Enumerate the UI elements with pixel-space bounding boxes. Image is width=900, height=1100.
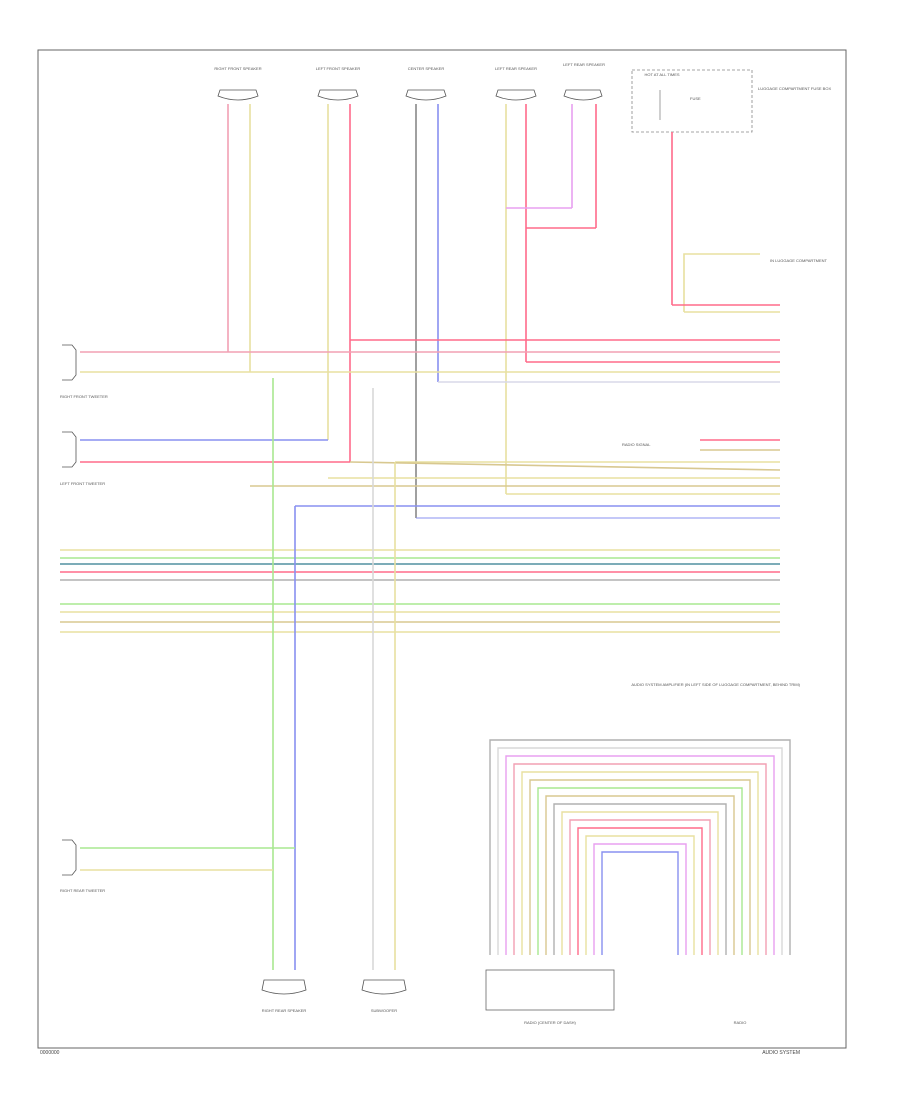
speaker-left-rear-2: LEFT REAR SPEAKER	[563, 62, 605, 101]
ground-connector: IN LUGGAGE COMPARTMENT	[683, 253, 828, 312]
tweeter-right-rear: RIGHT REAR TWEETER	[60, 839, 295, 893]
wire-loop	[537, 787, 743, 955]
speaker-symbol	[563, 89, 603, 101]
diagram-frame	[37, 49, 847, 1049]
radio-unit: RADIO (CENTER OF DASH) RADIO	[485, 969, 747, 1025]
wire-loop	[489, 739, 791, 955]
wire-loop	[497, 747, 783, 955]
tweeter-label: LEFT FRONT TWEETER	[60, 481, 105, 486]
speaker-symbol	[261, 979, 307, 995]
speaker-label: RIGHT FRONT SPEAKER	[214, 66, 261, 71]
radio-loops	[489, 739, 791, 955]
wire-loop	[545, 795, 735, 955]
middle-bus	[60, 549, 780, 633]
wire-yellow	[683, 253, 760, 312]
ground-note: IN LUGGAGE COMPARTMENT	[770, 258, 828, 263]
tweeter-symbol	[62, 344, 77, 381]
wire-loop	[513, 763, 767, 955]
speaker-label: SUBWOOFER	[371, 1008, 397, 1013]
speaker-symbol	[495, 89, 537, 101]
wire-loop	[601, 851, 679, 955]
speaker-symbol	[217, 89, 259, 101]
radio-right-label: RADIO	[734, 1020, 747, 1025]
speaker-label: CENTER SPEAKER	[408, 66, 445, 71]
tweeter-label: RIGHT FRONT TWEETER	[60, 394, 108, 399]
fuse-label: FUSE	[690, 96, 701, 101]
tweeter-symbol	[62, 839, 77, 876]
tweeter-right-front: RIGHT FRONT TWEETER	[60, 344, 250, 399]
wire-tan	[349, 461, 781, 471]
fuse-box-outline	[631, 69, 753, 133]
top-speaker-wires	[227, 104, 597, 518]
wire-loop	[553, 803, 727, 955]
wire-loop	[529, 779, 751, 955]
wire-loop	[561, 811, 719, 955]
wire-loop	[569, 819, 711, 955]
wire-loop	[593, 843, 687, 955]
lower-vertical-wires	[272, 378, 396, 970]
speaker-label: RIGHT REAR SPEAKER	[262, 1008, 307, 1013]
wire-loop	[577, 827, 703, 955]
tweeter-left-front: LEFT FRONT TWEETER	[60, 431, 350, 486]
right-rear-speaker: RIGHT REAR SPEAKER	[261, 979, 307, 1013]
amp-connector-pins: RADIO SIGNAL	[228, 304, 781, 519]
speaker-symbol	[361, 979, 407, 995]
fuse-box-title: HOT AT ALL TIMES	[644, 72, 679, 77]
wire-loop	[505, 755, 775, 955]
wire-loop	[521, 771, 759, 955]
subwoofer: SUBWOOFER	[361, 979, 407, 1013]
footer-right: AUDIO SYSTEM	[762, 1050, 800, 1056]
radio-box	[485, 969, 615, 1011]
speaker-label: LEFT REAR SPEAKER	[563, 62, 605, 67]
speaker-center: CENTER SPEAKER	[405, 66, 447, 101]
speaker-symbol	[317, 89, 359, 101]
fuse-box: HOT AT ALL TIMES FUSE LUGGAGE COMPARTMEN…	[631, 69, 831, 305]
radio-signal-label: RADIO SIGNAL	[622, 442, 651, 447]
speaker-symbol	[405, 89, 447, 101]
speaker-label: LEFT FRONT SPEAKER	[316, 66, 361, 71]
speaker-left-front: LEFT FRONT SPEAKER	[316, 66, 361, 101]
footer-code: 0000000	[40, 1050, 60, 1056]
speaker-label: LEFT REAR SPEAKER	[495, 66, 537, 71]
wire-loop	[585, 835, 695, 955]
tweeter-label: RIGHT REAR TWEETER	[60, 888, 105, 893]
speaker-right-front: RIGHT FRONT SPEAKER	[214, 66, 262, 101]
speaker-left-rear-1: LEFT REAR SPEAKER	[495, 66, 537, 101]
top-speaker-group: RIGHT FRONT SPEAKER LEFT FRONT SPEAKER C…	[214, 62, 605, 101]
fuse-box-note: LUGGAGE COMPARTMENT FUSE BOX	[758, 86, 831, 91]
radio-label: RADIO (CENTER OF DASH)	[524, 1020, 576, 1025]
tweeter-symbol	[62, 431, 77, 468]
amp-label: AUDIO SYSTEM AMPLIFIER (IN LEFT SIDE OF …	[631, 682, 800, 687]
